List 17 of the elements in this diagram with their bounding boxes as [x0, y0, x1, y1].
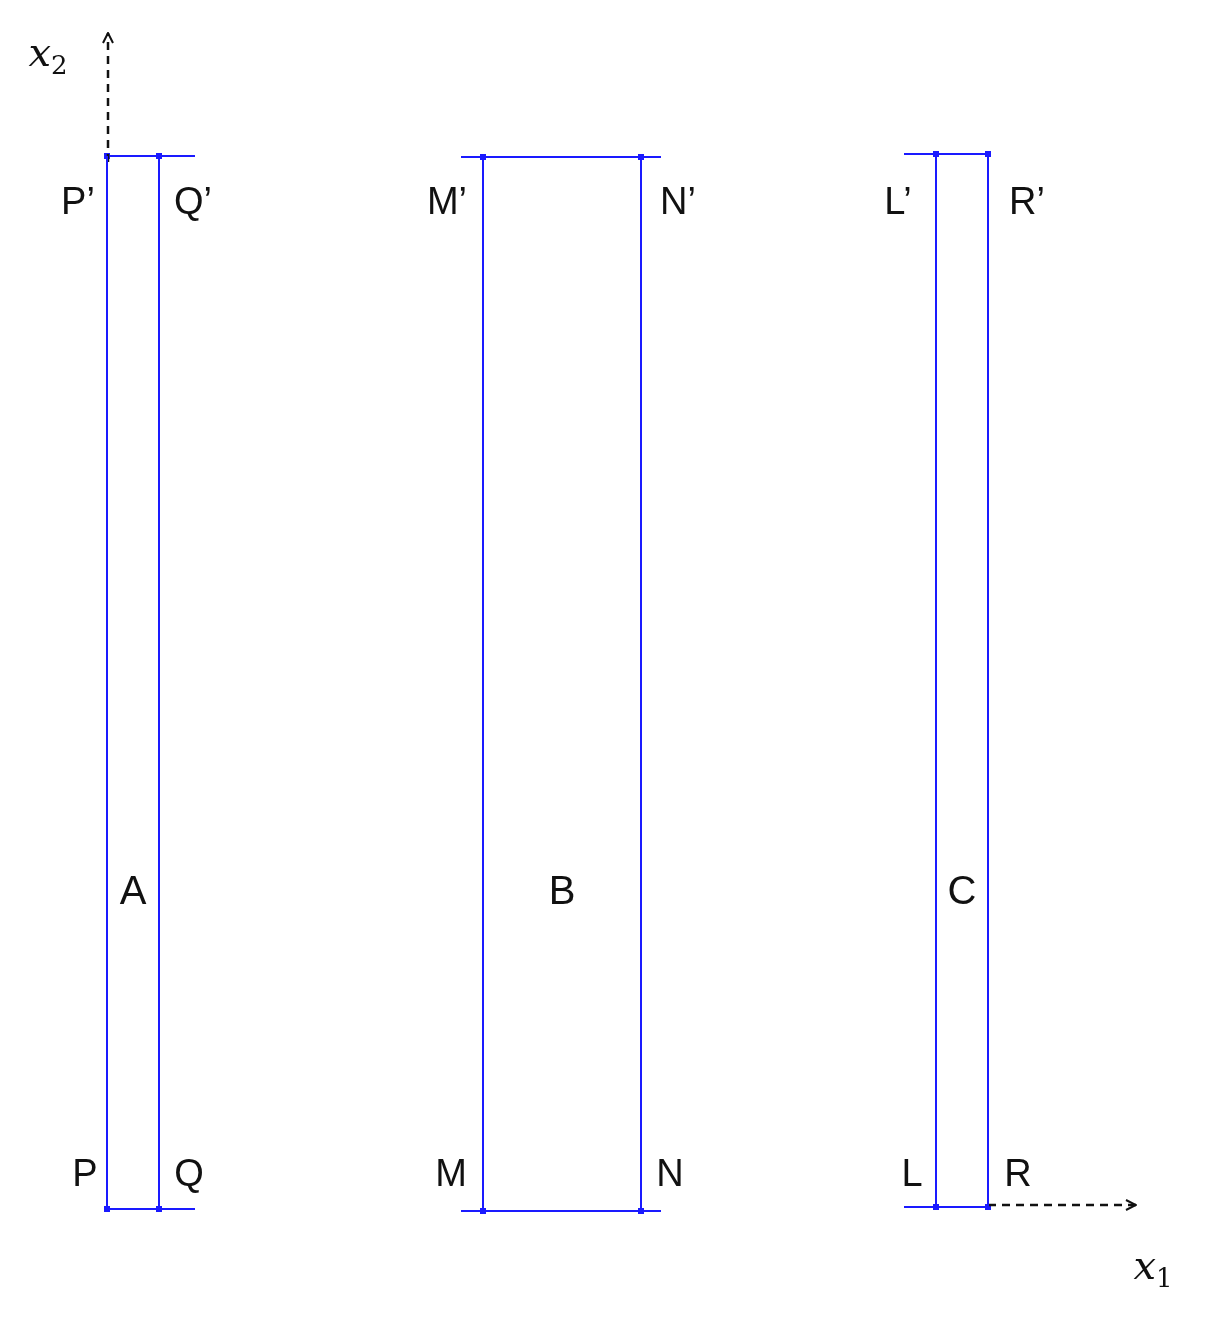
- point-label: M’: [426, 182, 468, 220]
- point-label: N: [656, 1154, 684, 1192]
- point-label: N’: [660, 182, 696, 220]
- point-label: R’: [1009, 182, 1045, 220]
- point-label: L: [901, 1154, 923, 1192]
- region-label: A: [119, 870, 147, 910]
- point-label: M: [435, 1154, 467, 1192]
- point-label: L’: [884, 182, 912, 220]
- point-label: R: [1004, 1154, 1032, 1192]
- point-label: Q’: [174, 182, 212, 220]
- point-label: P: [72, 1154, 98, 1192]
- point-label: P’: [61, 182, 95, 220]
- region-label: B: [548, 870, 576, 910]
- axis-label: x$_{2}$: [28, 32, 68, 78]
- region-label: C: [947, 870, 977, 910]
- axis-label: x$_{1}$: [1133, 1245, 1173, 1291]
- point-label: Q: [174, 1154, 204, 1192]
